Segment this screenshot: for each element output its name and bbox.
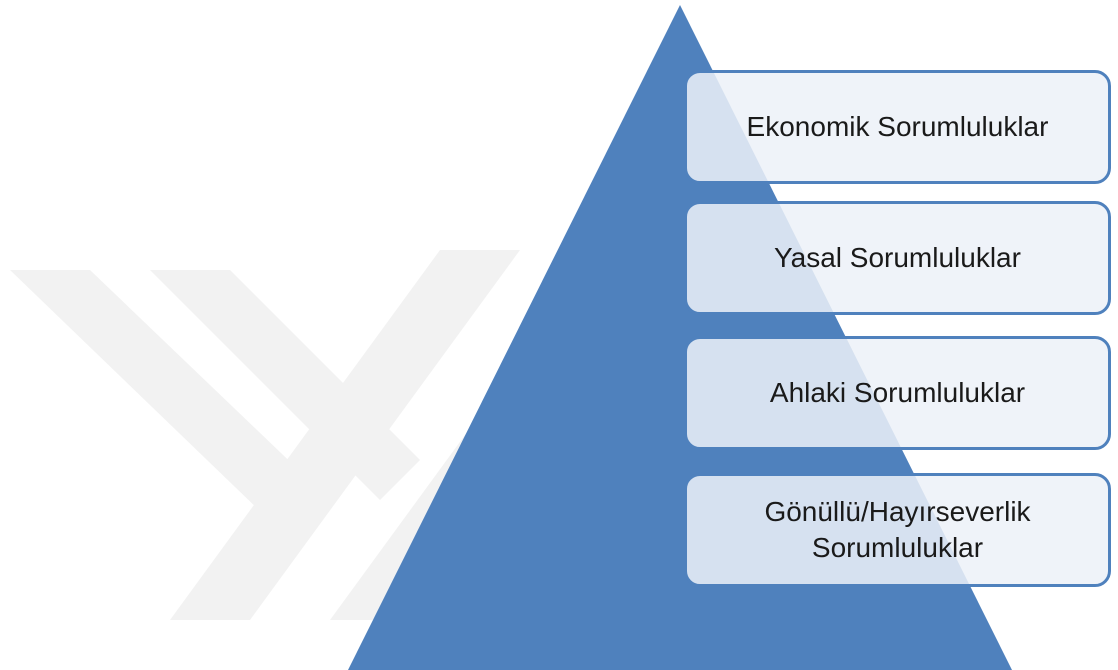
level-label: Gönüllü/Hayırseverlik Sorumluluklar — [764, 496, 1031, 563]
level-box-philanthropic: Gönüllü/Hayırseverlik Sorumluluklar — [684, 473, 1111, 587]
level-box-economic: Ekonomik Sorumluluklar — [684, 70, 1111, 184]
level-box-legal: Yasal Sorumluluklar — [684, 201, 1111, 315]
level-label: Ahlaki Sorumluluklar — [769, 377, 1026, 408]
level-box-ethical: Ahlaki Sorumluluklar — [684, 336, 1111, 450]
level-label: Ekonomik Sorumluluklar — [746, 111, 1049, 142]
level-label: Yasal Sorumluluklar — [774, 242, 1021, 273]
